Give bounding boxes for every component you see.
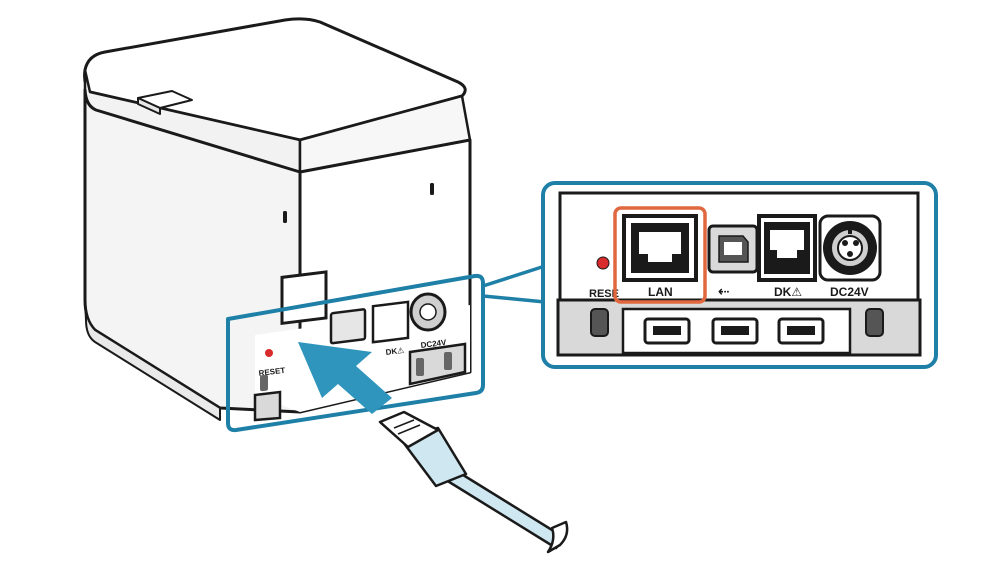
zoom-power-port xyxy=(818,214,882,282)
zoom-drawer-label: DK⚠ xyxy=(774,285,802,299)
zoom-panel: RESE LAN ⇠ DK⚠ xyxy=(541,181,938,369)
usb-icon: ⇠ xyxy=(718,283,730,299)
zoom-power-label: DC24V xyxy=(830,285,869,299)
printer-usb-port xyxy=(329,308,367,345)
usb-a-port xyxy=(711,317,759,345)
zoom-usb-port xyxy=(707,224,759,274)
usb-a-port xyxy=(777,317,825,345)
usb-a-port xyxy=(643,317,691,345)
port-highlight-frame xyxy=(226,273,485,433)
cable-wire xyxy=(444,468,567,550)
printer-lan-port xyxy=(280,270,328,326)
lan-cable xyxy=(378,410,569,554)
printer-drawer-port xyxy=(371,300,410,344)
zoom-foot-left xyxy=(590,308,609,337)
printer-drawer-label: DK⚠ xyxy=(385,346,405,357)
zoom-reset-label: RESE xyxy=(589,288,619,300)
zoom-reset-led xyxy=(596,256,610,270)
vent-slot xyxy=(430,183,434,195)
zoom-connector-line xyxy=(482,294,546,304)
zoom-lan-port xyxy=(622,214,698,282)
zoom-connector-line xyxy=(482,264,546,288)
zoom-foot-right xyxy=(865,308,884,337)
zoom-drawer-port xyxy=(757,214,817,282)
printer-base-left xyxy=(84,299,221,421)
arrow-icon xyxy=(298,342,392,414)
printer-foot xyxy=(253,390,282,422)
zoom-lan-label: LAN xyxy=(648,285,673,299)
printer-reset-led xyxy=(265,349,273,357)
lan-highlight-box xyxy=(613,206,707,304)
vent-slot xyxy=(283,211,287,223)
